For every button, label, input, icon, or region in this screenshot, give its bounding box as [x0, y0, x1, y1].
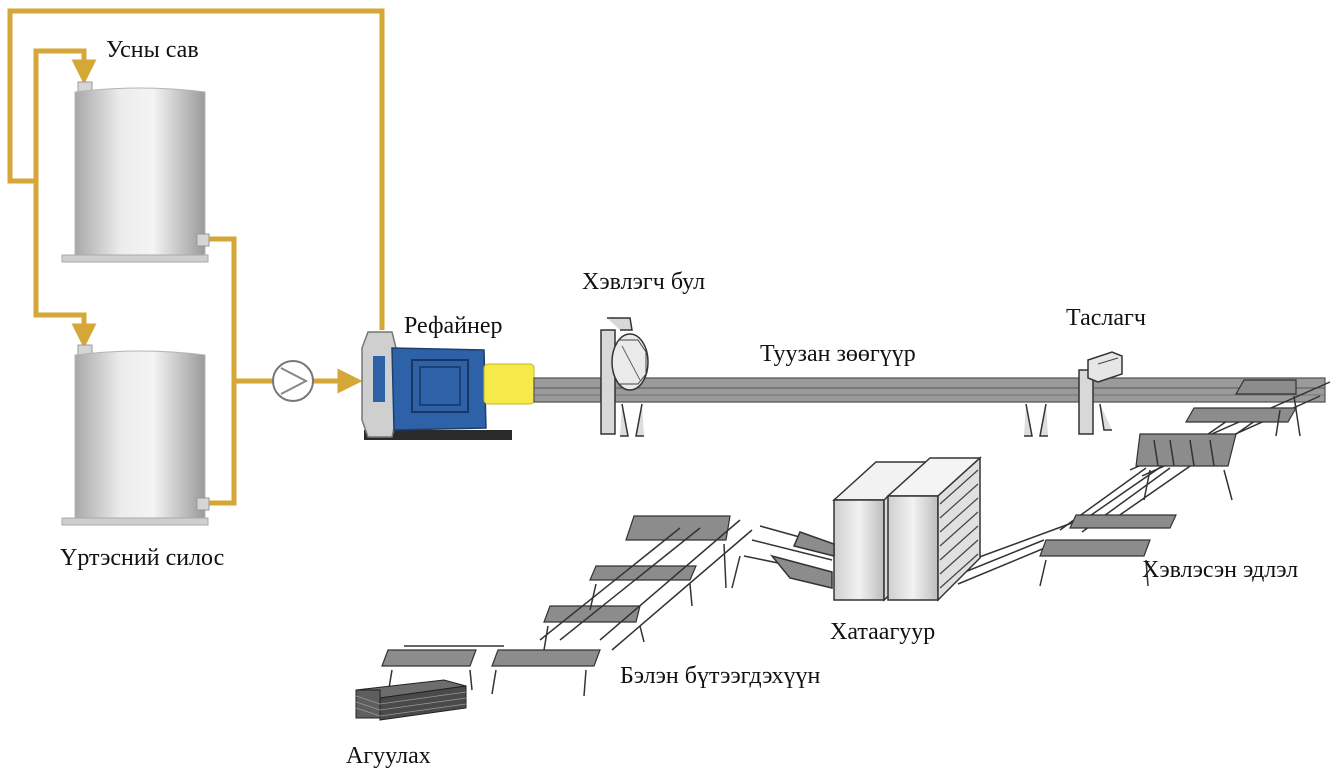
label-water-tank: Усны сав	[106, 37, 199, 63]
refiner-machine	[361, 331, 535, 440]
label-storage: Агуулах	[346, 743, 431, 769]
label-formed-sheet: Хэвлэсэн эдлэл	[1142, 557, 1299, 583]
label-refiner: Рефайнер	[404, 313, 503, 339]
dryer-machine	[832, 456, 982, 602]
forming-roll	[600, 317, 649, 435]
cutter-machine	[1078, 351, 1123, 435]
pipe-feed-water-tank	[33, 48, 97, 181]
label-forming-roll: Хэвлэгч бул	[582, 269, 706, 295]
pump-icon	[272, 360, 314, 402]
label-fiber-conveyor: Туузан зөөгүүр	[760, 341, 916, 367]
finished-product-stages	[381, 515, 753, 697]
label-cutter: Таслагч	[1066, 305, 1146, 331]
raw-material-silo	[61, 344, 210, 526]
fiber-conveyor	[533, 377, 1326, 437]
storage-stack	[355, 679, 467, 721]
label-dryer: Хатаагуур	[830, 619, 936, 645]
label-raw-material-silo: Үртэсний силос	[60, 545, 225, 571]
pipe-silo-outlet	[208, 381, 237, 506]
label-finished-product: Бэлэн бүтээгдэхүүн	[620, 663, 821, 689]
formed-sheet-stages	[1039, 379, 1301, 587]
pipe-recirculation-loop	[7, 8, 385, 330]
pipe-feed-silo	[33, 181, 97, 349]
water-tank	[61, 81, 210, 263]
pipe-network	[7, 8, 385, 506]
dryer-outfeed-lines	[743, 525, 835, 589]
pipe-tank-outlet	[208, 236, 237, 381]
